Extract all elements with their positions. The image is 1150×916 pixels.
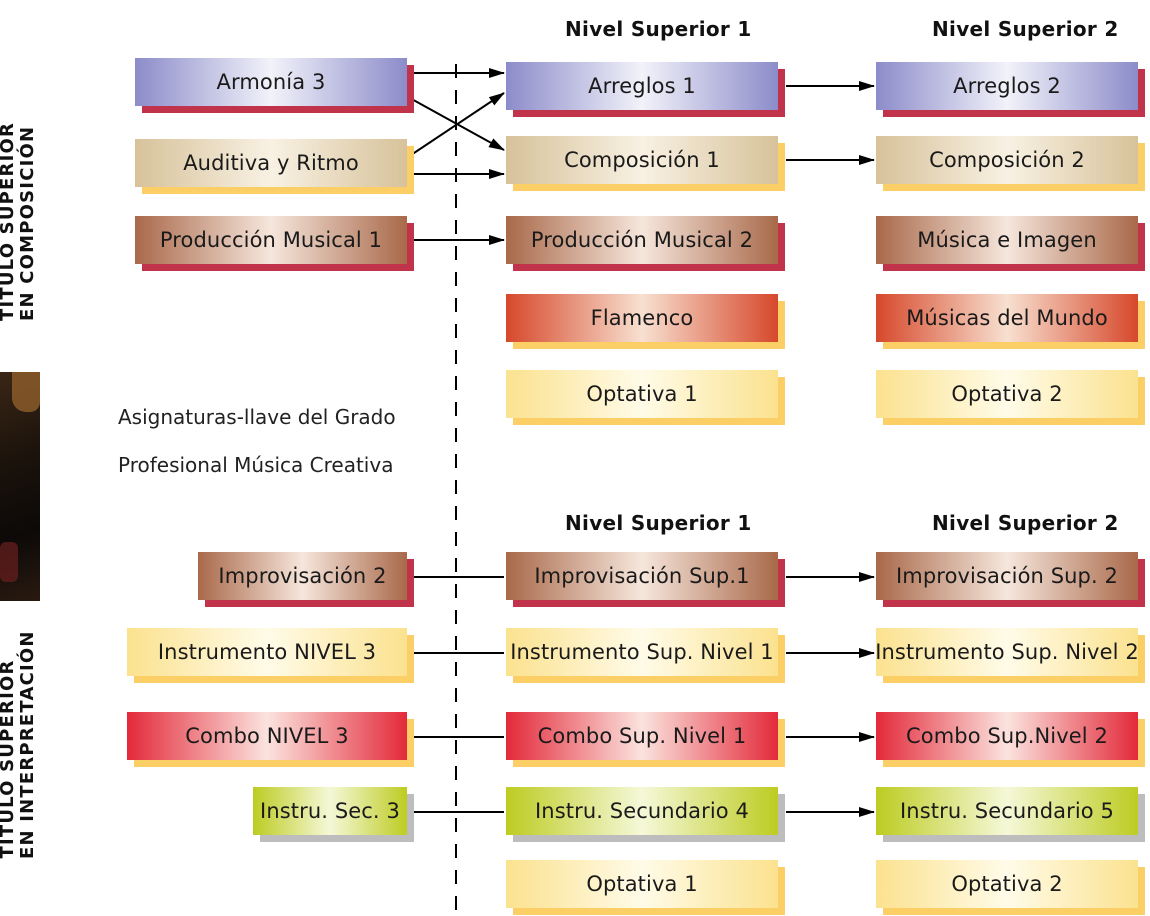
box-label: Improvisación Sup. 2 <box>896 564 1118 588</box>
box-label: Arreglos 2 <box>953 74 1061 98</box>
box-combo-nivel-3: Combo NIVEL 3 <box>127 712 407 760</box>
box-label: Producción Musical 1 <box>159 228 383 252</box>
box-instru-secundario-5: Instru. Secundario 5 <box>876 787 1138 835</box>
header-nivel-superior-2-bottom: Nivel Superior 2 <box>932 511 1119 535</box>
photo-strip <box>0 372 40 601</box>
box-label: Composición 2 <box>929 148 1085 172</box>
photo-detail <box>12 372 40 412</box>
box-label: Instru. Secundario 5 <box>900 799 1114 823</box>
box-label: Combo Sup.Nivel 2 <box>906 724 1108 748</box>
box-produccion-musical-1: Producción Musical 1 <box>135 216 407 264</box>
box-optativa-2-bottom: Optativa 2 <box>876 860 1138 908</box>
box-combo-sup-nivel-1: Combo Sup. Nivel 1 <box>506 712 778 760</box>
note-line-2: Profesional Música Creativa <box>118 453 394 477</box>
box-musicas-del-mundo: Músicas del Mundo <box>876 294 1138 342</box>
box-label: Improvisación Sup.1 <box>534 564 750 588</box>
box-label: Optativa 2 <box>951 382 1063 406</box>
box-auditiva-y-ritmo: Auditiva y Ritmo <box>135 139 407 187</box>
box-armonia-3: Armonía 3 <box>135 58 407 106</box>
box-instrumento-sup-nivel-2: Instrumento Sup. Nivel 2 <box>875 628 1139 676</box>
box-composicion-2: Composición 2 <box>876 136 1138 184</box>
box-label: Optativa 1 <box>586 382 698 406</box>
box-produccion-musical-2: Producción Musical 2 <box>506 216 778 264</box>
box-label: Músicas del Mundo <box>906 306 1108 330</box>
arrow-armonia-composicion1 <box>407 96 505 151</box>
box-instru-secundario-4: Instru. Secundario 4 <box>506 787 778 835</box>
box-label: Música e Imagen <box>917 228 1097 252</box>
box-improvisacion-2: Improvisación 2 <box>198 552 407 600</box>
box-instrumento-nivel-3: Instrumento NIVEL 3 <box>127 628 407 676</box>
box-label: Auditiva y Ritmo <box>183 151 359 175</box>
box-flamenco: Flamenco <box>506 294 778 342</box>
photo-detail <box>0 542 18 582</box>
box-label: Combo Sup. Nivel 1 <box>537 724 747 748</box>
box-label: Optativa 1 <box>586 872 698 896</box>
header-nivel-superior-1-bottom: Nivel Superior 1 <box>565 511 752 535</box>
header-nivel-superior-1-top: Nivel Superior 1 <box>565 17 752 41</box>
box-composicion-1: Composición 1 <box>506 136 778 184</box>
box-musica-e-imagen: Música e Imagen <box>876 216 1138 264</box>
box-label: Instru. Secundario 4 <box>535 799 749 823</box>
box-label: Improvisación 2 <box>218 564 387 588</box>
box-label: Optativa 2 <box>951 872 1063 896</box>
box-label: Producción Musical 2 <box>530 228 754 252</box>
box-label: Instru. Sec. 3 <box>260 799 400 823</box>
box-optativa-2-top: Optativa 2 <box>876 370 1138 418</box>
box-label: Instrumento Sup. Nivel 1 <box>510 640 774 664</box>
box-label: Instrumento NIVEL 3 <box>157 640 377 664</box>
box-label: Arreglos 1 <box>588 74 696 98</box>
box-label: Flamenco <box>590 306 694 330</box>
arrow-auditiva-arreglos1 <box>407 92 505 158</box>
box-label: Armonía 3 <box>216 70 326 94</box>
box-optativa-1-bottom: Optativa 1 <box>506 860 778 908</box>
box-combo-sup-nivel-2: Combo Sup.Nivel 2 <box>876 712 1138 760</box>
box-instru-sec-3: Instru. Sec. 3 <box>253 787 407 835</box>
box-label: Combo NIVEL 3 <box>185 724 349 748</box>
header-nivel-superior-2-top: Nivel Superior 2 <box>932 17 1119 41</box>
box-improvisacion-sup-2: Improvisación Sup. 2 <box>876 552 1138 600</box>
box-improvisacion-sup-1: Improvisación Sup.1 <box>506 552 778 600</box>
note-line-1: Asignaturas-llave del Grado <box>118 405 396 429</box>
box-label: Instrumento Sup. Nivel 2 <box>875 640 1139 664</box>
box-label: Composición 1 <box>564 148 720 172</box>
box-arreglos-2: Arreglos 2 <box>876 62 1138 110</box>
box-optativa-1-top: Optativa 1 <box>506 370 778 418</box>
box-instrumento-sup-nivel-1: Instrumento Sup. Nivel 1 <box>506 628 778 676</box>
box-arreglos-1: Arreglos 1 <box>506 62 778 110</box>
